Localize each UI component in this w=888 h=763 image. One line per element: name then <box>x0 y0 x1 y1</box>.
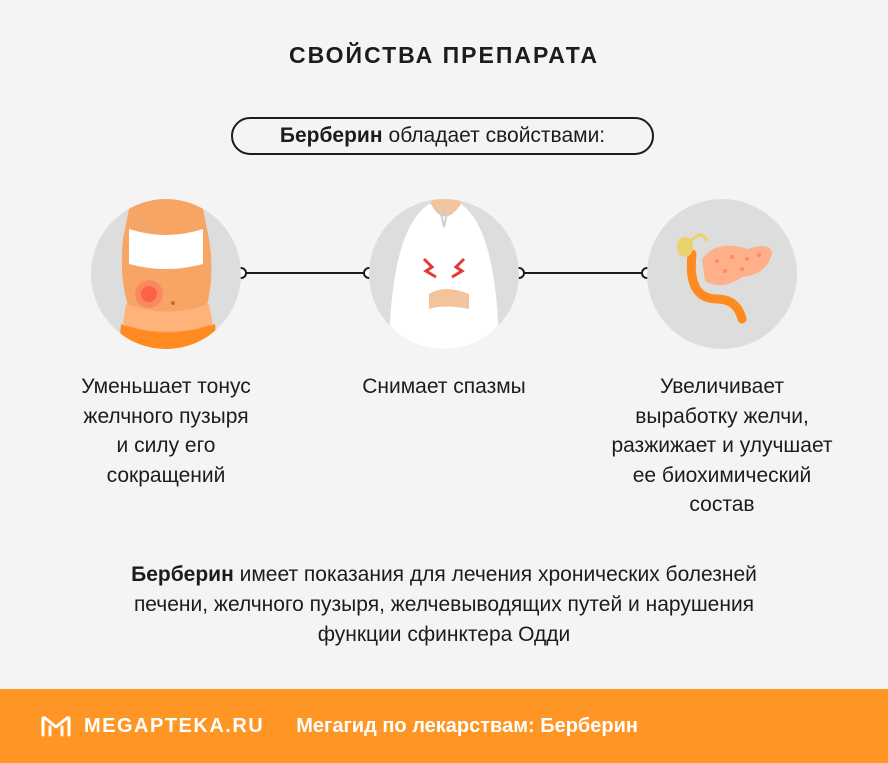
intro-pill: Берберин обладает свойствами: <box>231 117 654 155</box>
property-caption-1: Уменьшает тонус желчного пузыря и силу е… <box>81 375 251 487</box>
intro-bold: Берберин <box>279 124 383 147</box>
footer-tagline: Мегагид по лекарствам: Берберин <box>296 714 638 737</box>
pancreas-gallbladder-icon <box>647 199 797 349</box>
indications-bold: Берберин <box>131 563 234 586</box>
property-caption-2: Снимает спазмы <box>362 375 526 398</box>
property-caption-3: Увеличивает выработку желчи, разжижает и… <box>611 375 833 516</box>
abdomen-pain-icon <box>91 199 241 349</box>
spasm-icon <box>369 199 519 349</box>
footer-bar: MEGAPTEKA.RU Мегагид по лекарствам: Берб… <box>0 689 888 763</box>
intro-rest: обладает свойствами: <box>388 124 606 147</box>
indications-rest: имеет показания для лечения хронических … <box>133 563 757 646</box>
megapteka-logo-icon <box>41 716 71 737</box>
brand-name[interactable]: MEGAPTEKA.RU <box>84 714 265 737</box>
indications-text: Берберин имеет показания для лечения хро… <box>100 560 788 650</box>
page-title: СВОЙСТВА ПРЕПАРАТА <box>289 42 599 68</box>
